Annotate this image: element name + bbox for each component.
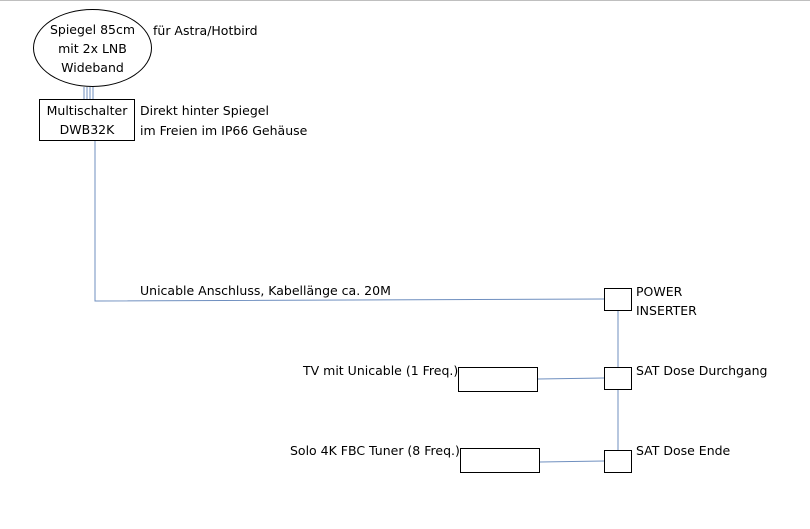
multiswitch-note-1: Direkt hinter Spiegel	[140, 103, 269, 118]
sat-socket-end-box	[604, 450, 632, 473]
tv-label: TV mit Unicable (1 Freq.)	[303, 363, 459, 378]
sat-socket-end-label: SAT Dose Ende	[636, 443, 731, 458]
branch-tv	[537, 377, 605, 380]
dish-line-2: mit 2x LNB	[58, 40, 127, 56]
multiswitch-box: Multischalter DWB32K	[39, 99, 135, 141]
branch-solo	[539, 460, 605, 463]
power-inserter-line-1: POWER	[636, 284, 683, 299]
sat-socket-through-box	[604, 367, 632, 390]
satellite-dish: Spiegel 85cm mit 2x LNB Wideband	[33, 9, 152, 87]
multiswitch-note-2: im Freien im IP66 Gehäuse	[140, 123, 308, 138]
sat-socket-through-label: SAT Dose Durchgang	[636, 363, 768, 378]
solo-box	[460, 448, 540, 473]
solo-label: Solo 4K FBC Tuner (8 Freq.)	[290, 443, 460, 458]
cable-label: Unicable Anschluss, Kabellänge ca. 20M	[140, 283, 391, 298]
unicable-cable	[94, 141, 605, 302]
top-border	[0, 0, 810, 1]
power-inserter-line-2: INSERTER	[636, 303, 697, 318]
multiswitch-line-1: Multischalter	[46, 103, 128, 118]
tv-box	[458, 367, 538, 392]
multiswitch-line-2: DWB32K	[59, 122, 115, 137]
dish-line-1: Spiegel 85cm	[49, 21, 136, 37]
dish-line-3: Wideband	[61, 59, 124, 75]
dish-note: für Astra/Hotbird	[153, 23, 258, 38]
power-inserter-box	[604, 288, 632, 311]
